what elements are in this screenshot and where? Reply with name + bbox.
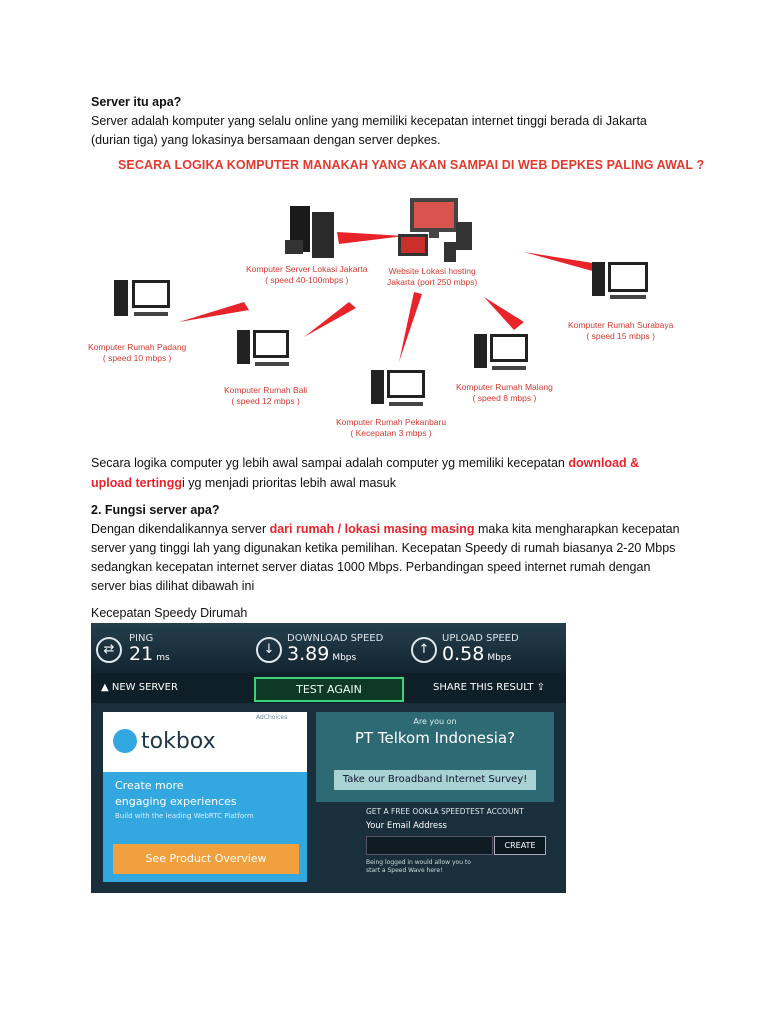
section2-line-4: server bias dilihat dibawah ini — [91, 579, 255, 593]
paragraph-logic: Secara logika computer yg lebih awal sam… — [91, 456, 640, 490]
download-label: DOWNLOAD SPEED — [287, 633, 384, 644]
share-icon: ⇪ — [533, 682, 546, 693]
ad-subtext: Build with the leading WebRTC Platform — [115, 812, 254, 820]
diagram-title: SECARA LOGIKA KOMPUTER MANAKAH YANG AKAN… — [118, 158, 705, 172]
server-tower-icon — [285, 206, 334, 258]
new-server-button[interactable]: ▲ NEW SERVER — [101, 682, 178, 693]
speedtest-action-bar: ▲ NEW SERVER TEST AGAIN SHARE THIS RESUL… — [91, 673, 566, 703]
pc-bali-icon — [237, 330, 289, 366]
label-bali: Komputer Rumah Bali( speed 12 mbps ) — [224, 385, 308, 406]
label-surabaya: Komputer Rumah Surabaya( speed 15 mbps ) — [568, 320, 674, 341]
account-title: GET A FREE OOKLA SPEEDTEST ACCOUNT — [366, 807, 524, 816]
section2-heading: 2. Fungsi server apa? — [91, 503, 220, 517]
isp-survey: Are you on PT Telkom Indonesia? Take our… — [316, 712, 554, 802]
intro-line-2: (durian tiga) yang lokasinya bersamaan d… — [91, 133, 441, 147]
arrow-malang — [484, 297, 524, 330]
arrow-bali — [304, 302, 356, 337]
ping-label: PING — [129, 633, 154, 644]
pc-malang-icon — [474, 334, 528, 370]
section2-line-1: Dengan dikendalikannya server dari rumah… — [91, 522, 680, 536]
adchoices-label[interactable]: AdChoices — [256, 714, 288, 721]
tokbox-logo-icon — [113, 729, 137, 753]
download-arrow-icon: ↓ — [256, 637, 282, 663]
section2-line-2: server yang tinggi lah yang digunakan ke… — [91, 541, 676, 555]
website-devices-icon — [398, 198, 472, 262]
pc-pekanbaru-icon — [371, 370, 425, 406]
speedtest-caption: Kecepatan Speedy Dirumah — [91, 606, 248, 620]
test-again-button[interactable]: TEST AGAIN — [254, 677, 404, 702]
diagram-graphics — [114, 198, 648, 406]
intro-heading: Server itu apa? — [91, 95, 182, 109]
email-label: Your Email Address — [366, 821, 447, 831]
share-result-button[interactable]: SHARE THIS RESULT ⇪ — [433, 682, 546, 693]
create-button[interactable]: CREATE — [494, 836, 546, 855]
upload-arrow-icon: ↑ — [411, 637, 437, 663]
label-malang: Komputer Rumah Malang( speed 8 mbps ) — [456, 382, 553, 403]
ping-icon: ⇄ — [96, 637, 122, 663]
arrow-server — [337, 232, 404, 244]
survey-isp: PT Telkom Indonesia? — [354, 729, 516, 747]
label-server-jakarta: Komputer Server Lokasi Jakarta( speed 40… — [246, 264, 368, 285]
triangle-icon: ▲ — [101, 682, 112, 693]
tokbox-brand: tokbox — [141, 729, 216, 754]
pc-padang-icon — [114, 280, 170, 316]
arrow-pekanbaru — [399, 292, 422, 362]
survey-question: Are you on — [413, 717, 457, 726]
take-survey-button[interactable]: Take our Broadband Internet Survey! — [334, 770, 536, 790]
ookla-account-form: GET A FREE OOKLA SPEEDTEST ACCOUNT Your … — [356, 803, 556, 885]
label-padang: Komputer Rumah Padang( speed 10 mbps ) — [88, 342, 187, 363]
section2-line-3: sedangkan kecepatan internet server diat… — [91, 560, 651, 574]
arrow-padang — [179, 302, 249, 322]
label-pekanbaru: Komputer Rumah Pekanbaru( Kecepatan 3 mb… — [336, 417, 447, 438]
upload-label: UPLOAD SPEED — [442, 633, 519, 644]
network-diagram: SECARA LOGIKA KOMPUTER MANAKAH YANG AKAN… — [84, 152, 704, 442]
pc-surabaya-icon — [592, 262, 648, 299]
intro-line-1: Server adalah komputer yang selalu onlin… — [91, 114, 647, 128]
see-product-overview-button[interactable]: See Product Overview — [113, 844, 299, 874]
arrow-surabaya — [524, 252, 599, 272]
email-field[interactable] — [366, 836, 493, 855]
